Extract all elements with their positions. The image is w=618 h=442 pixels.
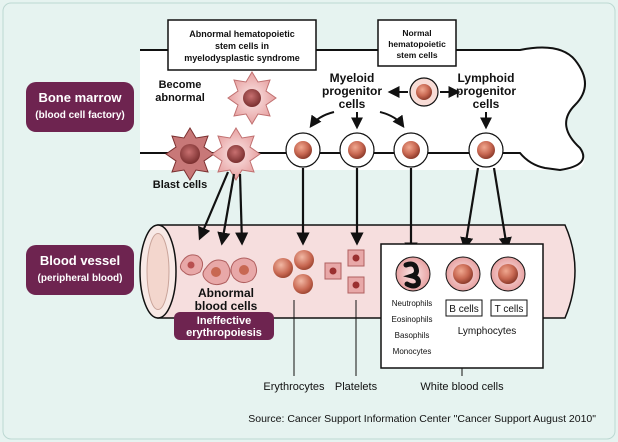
blast-cell-1: [165, 127, 215, 181]
normal-stem-box: [377, 19, 457, 67]
erythrocyte-2: [294, 250, 314, 270]
platelet-2: [347, 249, 365, 267]
source-caption: Source: Cancer Support Information Cente…: [248, 413, 596, 425]
myeloid-progenitor-cell-1: [285, 132, 321, 168]
normal-stem-line1: Normal: [402, 28, 431, 38]
blood-vessel-label-bg: [26, 245, 134, 295]
platelet-1: [324, 262, 342, 280]
wbc-type-4: Monocytes: [393, 347, 432, 356]
lymphoid-line2: progenitor: [456, 84, 516, 98]
normal-stem-line3: stem cells: [396, 50, 437, 60]
b-cells-label: B cells: [449, 304, 478, 315]
blood-vessel-title: Blood vessel: [40, 253, 120, 268]
abnormal-blood-cell-2: [202, 259, 231, 286]
abnormal-blood-cell-3: [230, 257, 258, 284]
abnormal-stem-line2: stem cells in: [215, 41, 269, 51]
bone-marrow-title: Bone marrow: [38, 90, 122, 105]
abnormal-stem-line1: Abnormal hematopoietic: [189, 29, 295, 39]
wbc-type-3: Basophils: [395, 331, 430, 340]
erythrocyte-1: [273, 258, 293, 278]
white-blood-cells-label: White blood cells: [420, 381, 504, 393]
t-cell: [490, 256, 526, 292]
blood-vessel-subtitle: (peripheral blood): [38, 273, 123, 284]
normal-stem-line2: hematopoietic: [388, 39, 446, 49]
erythrocytes-label: Erythrocytes: [263, 381, 325, 393]
arrow-blast-1: [198, 171, 230, 241]
lymphoid-line1: Lymphoid: [458, 71, 515, 85]
b-cell: [445, 256, 481, 292]
myeloid-line2: progenitor: [322, 84, 382, 98]
platelets-label: Platelets: [335, 381, 378, 393]
wbc-type-1: Neutrophils: [392, 299, 432, 308]
b-cells-box: [445, 299, 483, 317]
myeloid-progenitor-cell-2: [339, 132, 375, 168]
abnormal-blood-line1: Abnormal: [198, 286, 254, 300]
arrow-blast-3: [235, 173, 249, 246]
myeloid-line1: Myeloid: [330, 71, 375, 85]
t-cells-box: [490, 299, 528, 317]
lymphoid-progenitor-cell: [468, 132, 504, 168]
blast-cell-2: [211, 127, 261, 181]
abnormal-stem-line3: myelodysplastic syndrome: [184, 53, 300, 63]
arrow-blast-2: [217, 173, 236, 246]
platelet-3: [347, 276, 365, 294]
normal-stem-cell: [409, 77, 439, 107]
abnormal-stem-cell: [227, 71, 277, 125]
become-abnormal-line2: abnormal: [155, 92, 205, 104]
arrow-myeloid-3: [379, 111, 405, 128]
become-abnormal-line1: Become: [159, 79, 202, 91]
lymphocytes-label: Lymphocytes: [458, 326, 517, 337]
lymphoid-line3: cells: [473, 97, 500, 111]
abnormal-blood-cell-1: [179, 254, 204, 276]
blast-cells-label: Blast cells: [153, 179, 207, 191]
neutrophil-cell: [395, 256, 431, 292]
arrow-to-b-cells: [460, 167, 480, 251]
arrow-myeloid-1: [309, 111, 335, 128]
abnormal-blood-line2: blood cells: [195, 299, 258, 313]
arrow-to-t-cells: [492, 167, 512, 251]
wbc-type-2: Eosinophils: [392, 315, 433, 324]
ineffective-label-bg: [174, 312, 274, 340]
vessel-lumen: [146, 233, 170, 310]
erythrocyte-3: [293, 274, 313, 294]
ineffective-line2: erythropoiesis: [186, 327, 262, 339]
myeloid-progenitor-cell-3: [393, 132, 429, 168]
bone-marrow-outline: [140, 46, 586, 172]
myeloid-line3: cells: [339, 97, 366, 111]
t-cells-label: T cells: [495, 304, 524, 315]
bone-marrow-subtitle: (blood cell factory): [35, 110, 124, 121]
abnormal-stem-box: [167, 19, 317, 71]
bone-marrow-label-bg: [26, 82, 134, 132]
ineffective-line1: Ineffective: [197, 315, 251, 327]
